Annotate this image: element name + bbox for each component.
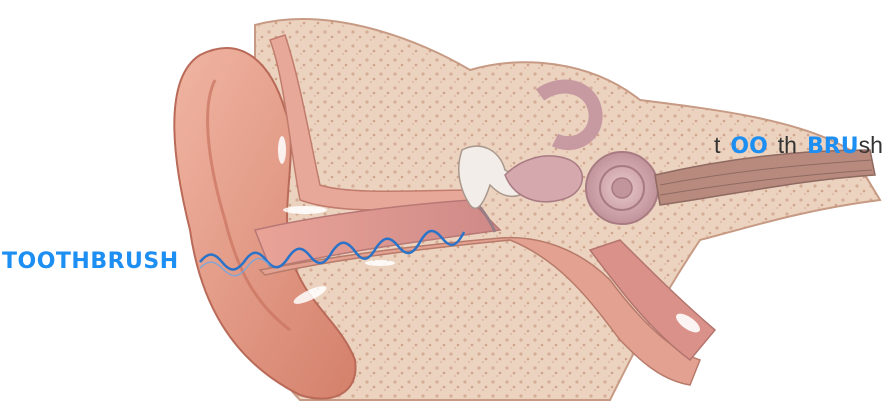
perceived-part: OO	[730, 134, 768, 159]
sound-wave-icon	[199, 257, 271, 277]
perceived-word-label: t OO th BRUsh	[714, 132, 883, 159]
cochlea-inner	[599, 165, 645, 211]
vestibule	[504, 155, 584, 203]
tube-highlight	[676, 313, 700, 333]
nerve-fiber	[659, 159, 873, 186]
perceived-part: sh	[858, 132, 883, 158]
canal-skin-lower	[258, 236, 701, 386]
cochlea-core	[611, 177, 633, 199]
cartilage-highlight	[293, 286, 327, 304]
perceived-part: th	[777, 132, 797, 158]
nerve-fiber	[659, 169, 873, 196]
eustachian-tube	[588, 239, 717, 362]
semicircular-canals	[535, 79, 603, 151]
temporal-bone	[254, 18, 882, 401]
cartilage-highlight	[283, 206, 327, 214]
ossicles	[458, 145, 522, 209]
perceived-part: BRU	[806, 134, 859, 159]
sound-wave-icon	[199, 229, 466, 271]
ear-canal	[253, 199, 502, 269]
cartilage-highlight	[365, 260, 395, 266]
pinna-fold	[206, 79, 291, 332]
cartilage-highlight	[278, 136, 286, 164]
pinna	[173, 47, 357, 400]
perceived-part: t	[714, 132, 721, 158]
original-word-label: TOOTHBRUSH	[2, 249, 179, 274]
